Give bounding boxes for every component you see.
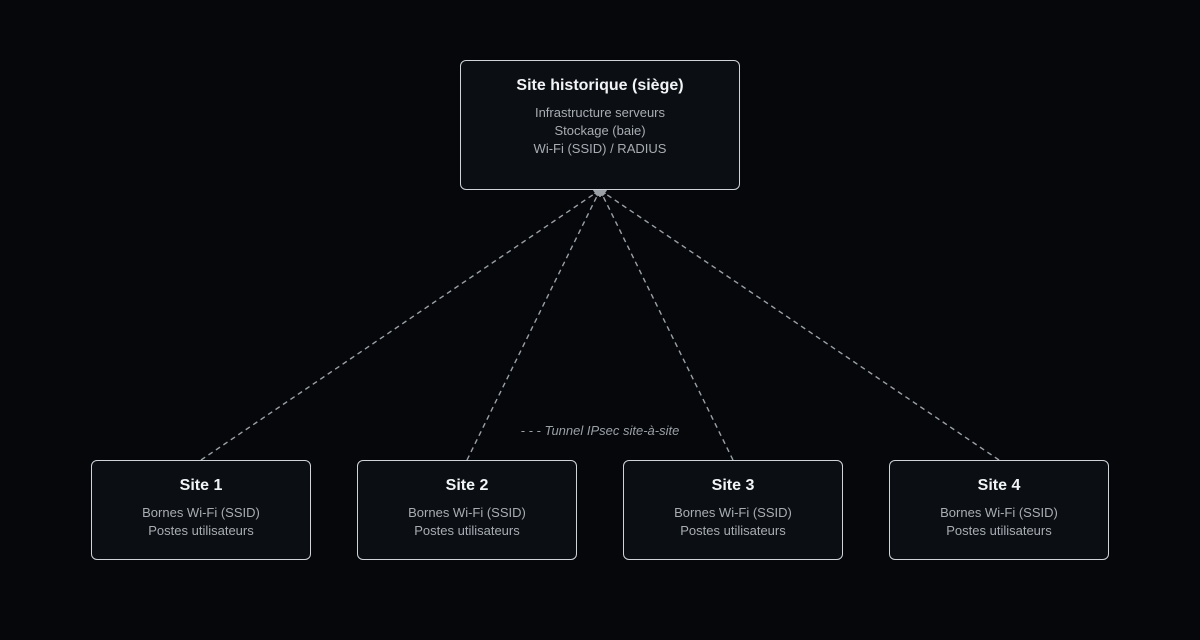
site-node-4: Site 4 Bornes Wi-Fi (SSID) Postes utilis… [889,460,1109,560]
tunnel-link-site-4 [599,189,1000,461]
headquarters-detail-wifi: Wi-Fi (SSID) / RADIUS [533,141,667,156]
site-detail-workstations: Postes utilisateurs [414,523,520,538]
headquarters-detail-servers: Infrastructure serveurs [534,105,666,120]
site-title: Site 1 [179,477,223,494]
site-node-2: Site 2 Bornes Wi-Fi (SSID) Postes utilis… [357,460,577,560]
site-node-3: Site 3 Bornes Wi-Fi (SSID) Postes utilis… [623,460,843,560]
site-detail-workstations: Postes utilisateurs [148,523,254,538]
site-details: Bornes Wi-Fi (SSID) Postes utilisateurs [890,504,1108,540]
tunnel-link-site-2 [466,189,601,461]
site-detail-workstations: Postes utilisateurs [680,523,786,538]
site-node-1: Site 1 Bornes Wi-Fi (SSID) Postes utilis… [91,460,311,560]
site-detail-wifi: Bornes Wi-Fi (SSID) [408,505,526,520]
headquarters-details: Infrastructure serveurs Stockage (baie) … [461,104,739,158]
site-detail-workstations: Postes utilisateurs [946,523,1052,538]
headquarters-title: Site historique (siège) [516,77,684,94]
site-details: Bornes Wi-Fi (SSID) Postes utilisateurs [92,504,310,540]
headquarters-node: Site historique (siège) Infrastructure s… [460,60,740,190]
site-detail-wifi: Bornes Wi-Fi (SSID) [940,505,1058,520]
site-details: Bornes Wi-Fi (SSID) Postes utilisateurs [624,504,842,540]
site-details: Bornes Wi-Fi (SSID) Postes utilisateurs [358,504,576,540]
tunnel-legend: - - - Tunnel IPsec site-à-site [520,423,680,438]
headquarters-detail-storage: Stockage (baie) [554,123,646,138]
tunnel-link-site-1 [200,189,601,461]
site-title: Site 4 [977,477,1021,494]
tunnel-link-site-3 [599,189,734,461]
site-detail-wifi: Bornes Wi-Fi (SSID) [142,505,260,520]
site-detail-wifi: Bornes Wi-Fi (SSID) [674,505,792,520]
site-title: Site 3 [711,477,755,494]
site-title: Site 2 [445,477,489,494]
